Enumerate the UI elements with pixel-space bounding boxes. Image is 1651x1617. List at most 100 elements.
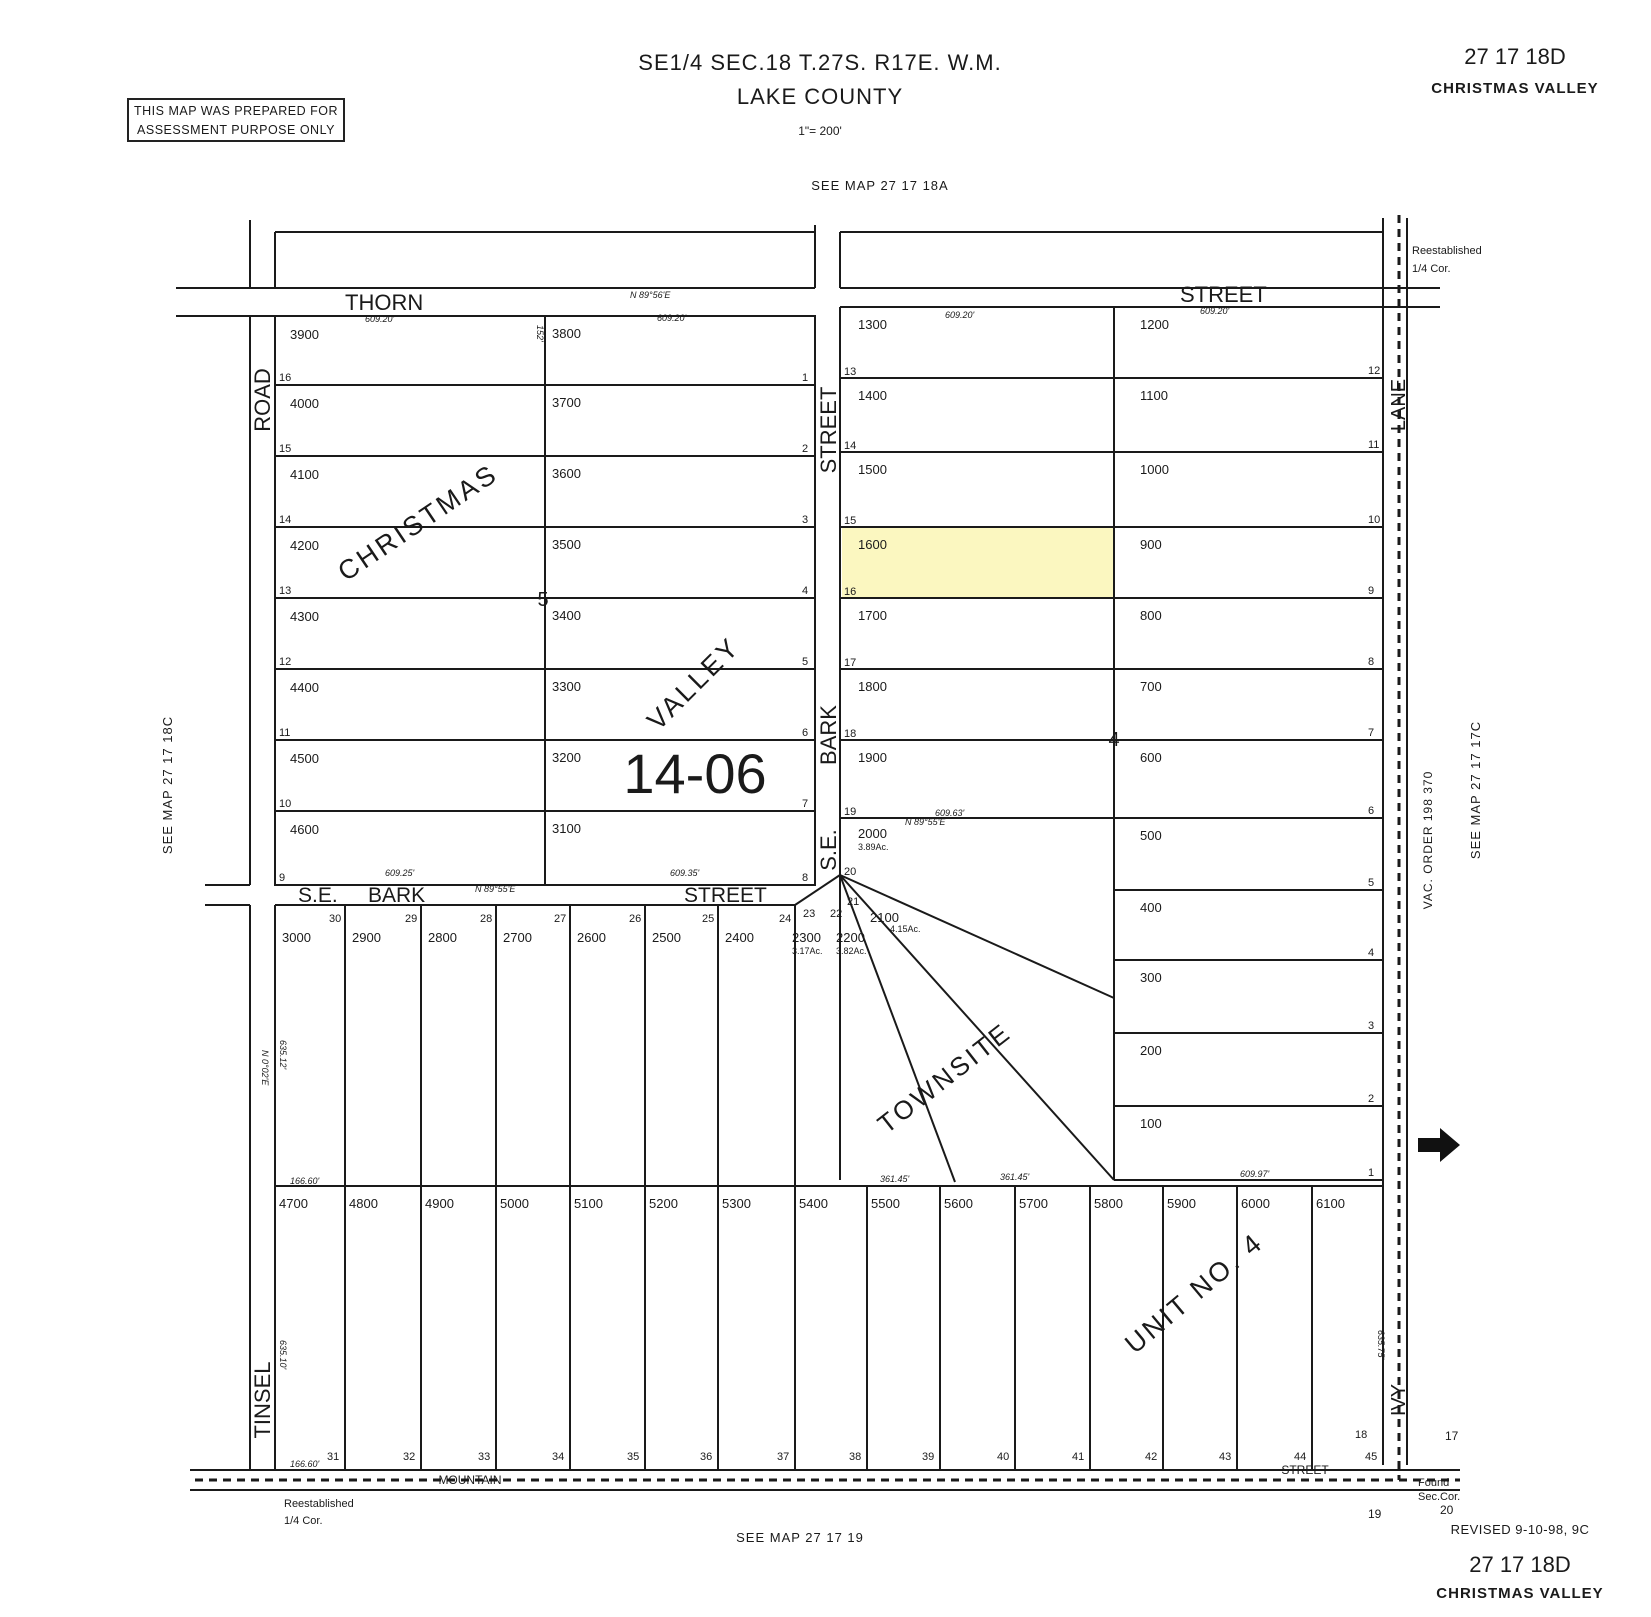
tax-lot-3500: 3500 [552,537,581,552]
tinsel-length: 635.12' [278,1040,288,1070]
subdivision-unit-no-4: UNIT NO. 4 [1119,1227,1269,1360]
tax-lot-3300: 3300 [552,679,581,694]
ivy-lower-length: 635.75' [1376,1330,1386,1360]
lot-number-17-b4l: 17 [844,657,856,669]
street-lines [176,218,1460,1491]
lot-number-38: 38 [849,1451,861,1463]
sw-corner-reestablished: Reestablished [284,1498,354,1510]
tax-lot-2700: 2700 [503,930,532,945]
tax-lot-700: 700 [1140,679,1162,694]
tax-lot-4300: 4300 [290,609,319,624]
lot-number-1-b5r: 1 [802,372,808,384]
dim-609-25: 609.25' [385,868,415,878]
lot-number-26: 26 [629,913,641,925]
street-label-ivy: IVY [1388,1384,1410,1416]
tax-lot-3900: 3900 [290,327,319,342]
lot-number-7-b5r: 7 [802,798,808,810]
tax-lot-200: 200 [1140,1043,1162,1058]
dim-361-45-a: 361.45' [880,1174,910,1184]
tax-lot-1100: 1100 [1140,388,1168,403]
acres-2000: 3.89Ac. [858,842,889,852]
lot-number-43: 43 [1219,1451,1231,1463]
tax-lot-3700: 3700 [552,395,581,410]
street-label-vertical-street: STREET [816,387,841,474]
tax-lot-2600: 2600 [577,930,606,945]
street-label-se: S.E. [298,884,338,907]
ne-corner-quarter: 1/4 Cor. [1412,263,1451,275]
tax-lot-1200: 1200 [1140,317,1169,332]
tax-lot-2400: 2400 [725,930,754,945]
lot-number-3-b5r: 3 [802,514,808,526]
lot-number-12-b5l: 12 [279,656,291,668]
notice-line-2: ASSESSMENT PURPOSE ONLY [137,123,335,137]
subdivision-townsite: TOWNSITE [872,1017,1017,1140]
lot-number-2-b5r: 2 [802,443,808,455]
lot-number-13-b5l: 13 [279,585,291,597]
lot-number-11-b4r: 11 [1368,439,1379,451]
thorn-bearing: N 89°56'E [630,290,671,300]
lot-number-10-b5l: 10 [279,798,291,810]
see-map-south: SEE MAP 27 17 19 [736,1530,864,1545]
bark-bearing: N 89°55'E [475,884,516,894]
street-label-road: ROAD [250,368,275,432]
parcel-labels: 3900164000154100144200134300124400114500… [279,317,1380,1463]
tax-lot-2200: 2200 [836,930,865,945]
dim-609-35: 609.35' [670,868,700,878]
lot-number-45: 45 [1365,1451,1377,1463]
sw-corner-quarter: 1/4 Cor. [284,1515,323,1527]
tax-lot-1500: 1500 [858,462,887,477]
south-block-lines [274,874,1383,1470]
lot-number-4-b5r: 4 [802,585,808,597]
dim-609-20-c: 609.20' [945,310,975,320]
tax-lot-6100: 6100 [1316,1196,1345,1211]
lot-number-20: 20 [844,866,856,878]
lot-number-25: 25 [702,913,714,925]
section-17-label: 17 [1445,1429,1459,1443]
acres-2200: 3.82Ac. [836,946,867,956]
lot-number-42: 42 [1145,1451,1157,1463]
lot-number-39: 39 [922,1451,934,1463]
tax-lot-100: 100 [1140,1116,1162,1131]
street-label-bark-street: STREET [684,884,767,907]
tax-lot-2100: 2100 [870,910,899,925]
tax-lot-5400: 5400 [799,1196,828,1211]
lot-number-14-b5l: 14 [279,514,291,526]
lot-number-13-b4l: 13 [844,366,856,378]
block-5-lines [274,315,816,886]
subdivision-code: 14-06 [623,742,766,805]
lot-number-4-b4r: 4 [1368,947,1374,959]
tax-lot-2900: 2900 [352,930,381,945]
tax-lot-800: 800 [1140,608,1162,623]
tax-lot-1900: 1900 [858,750,887,765]
tax-lot-1300: 1300 [858,317,887,332]
footer-area-name: CHRISTMAS VALLEY [1436,1585,1603,1602]
dim-609-20-d: 609.20' [1200,306,1230,316]
tax-lot-400: 400 [1140,900,1162,915]
tinsel-bearing: N 0°02'E [260,1050,270,1086]
street-label-mountain: MOUNTAIN [438,1473,501,1487]
lot-number-5-b5r: 5 [802,656,808,668]
tax-lot-4800: 4800 [349,1196,378,1211]
subdivision-valley: VALLEY [641,631,746,736]
dim-609-20-b: 609.20' [657,313,687,323]
tax-lot-3000: 3000 [282,930,311,945]
ne-corner-reestablished: Reestablished [1412,245,1482,257]
tax-lot-5200: 5200 [649,1196,678,1211]
lot-number-16-b4l: 16 [844,586,856,598]
see-map-north: SEE MAP 27 17 18A [811,178,948,193]
tax-lot-5000: 5000 [500,1196,529,1211]
highlighted-parcel-1600[interactable] [842,527,1114,598]
tax-lot-4200: 4200 [290,538,319,553]
lot-number-9-b4r: 9 [1368,585,1374,597]
lot-number-7-b4r: 7 [1368,727,1374,739]
lot-number-14-b4l: 14 [844,440,856,452]
assessment-notice-box: THIS MAP WAS PREPARED FOR ASSESSMENT PUR… [127,98,345,142]
lot-number-36: 36 [700,1451,712,1463]
tax-lot-5300: 5300 [722,1196,751,1211]
lot-number-32: 32 [403,1451,415,1463]
lot-number-34: 34 [552,1451,564,1463]
lot-number-18: 18 [1355,1429,1367,1441]
tax-lot-4500: 4500 [290,751,319,766]
tax-lot-4900: 4900 [425,1196,454,1211]
tax-lot-6000: 6000 [1241,1196,1270,1211]
